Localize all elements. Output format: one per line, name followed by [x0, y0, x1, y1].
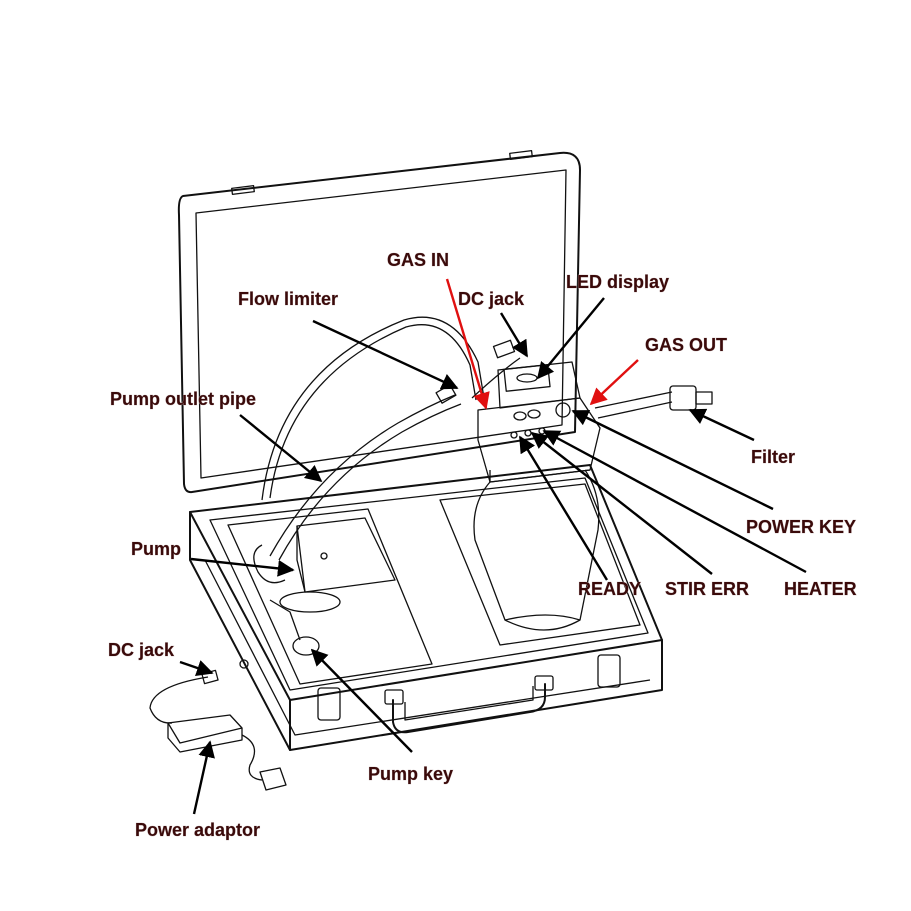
leader-arrows — [179, 278, 807, 815]
power-adaptor — [149, 669, 287, 791]
led-display — [516, 373, 538, 383]
label-gas-out: GAS OUT — [645, 335, 727, 355]
arrow-dc-jack-top — [499, 312, 529, 358]
arrow-led-display — [536, 297, 605, 380]
arrow-pump-outlet-pipe — [239, 414, 323, 483]
arrow-filter — [688, 408, 755, 442]
label-flow-limiter: Flow limiter — [238, 289, 338, 309]
arrow-heater — [542, 429, 807, 574]
label-power-key: POWER KEY — [746, 517, 856, 537]
label-pump-key: Pump key — [368, 764, 453, 784]
label-gas-in: GAS IN — [387, 250, 449, 270]
pump — [253, 517, 396, 641]
arrow-power-adaptor — [192, 740, 215, 815]
power-key-button[interactable] — [555, 402, 571, 418]
ready-led — [510, 431, 518, 439]
label-dc-jack-top: DC jack — [458, 289, 525, 309]
label-dc-jack-bottom: DC jack — [108, 640, 175, 660]
case-lid — [177, 150, 581, 494]
label-stir-err: STIR ERR — [665, 579, 749, 599]
stir-err-led — [524, 429, 532, 437]
arrow-gas-out — [589, 359, 639, 406]
case-base — [189, 464, 663, 751]
flow-limiter — [435, 384, 457, 404]
label-filter: Filter — [751, 447, 795, 467]
label-pump: Pump — [131, 539, 181, 559]
arrow-power-key — [571, 409, 774, 511]
pump-key-button[interactable] — [292, 636, 320, 656]
arrow-ready — [518, 435, 609, 581]
arrow-gas-in — [445, 278, 490, 410]
arrow-flow-limiter — [312, 319, 459, 390]
filter — [669, 385, 713, 411]
arrow-stir-err — [530, 431, 713, 575]
arrow-pump — [190, 557, 295, 577]
label-pump-outlet-pipe: Pump outlet pipe — [110, 389, 256, 409]
arrow-pump-key — [310, 648, 413, 753]
dc-jack-plug — [492, 339, 516, 359]
label-power-adaptor: Power adaptor — [135, 820, 260, 840]
label-led-display: LED display — [566, 272, 669, 292]
label-ready: READY — [578, 579, 641, 599]
label-heater: HEATER — [784, 579, 857, 599]
arrow-dc-jack-bottom — [179, 660, 214, 677]
